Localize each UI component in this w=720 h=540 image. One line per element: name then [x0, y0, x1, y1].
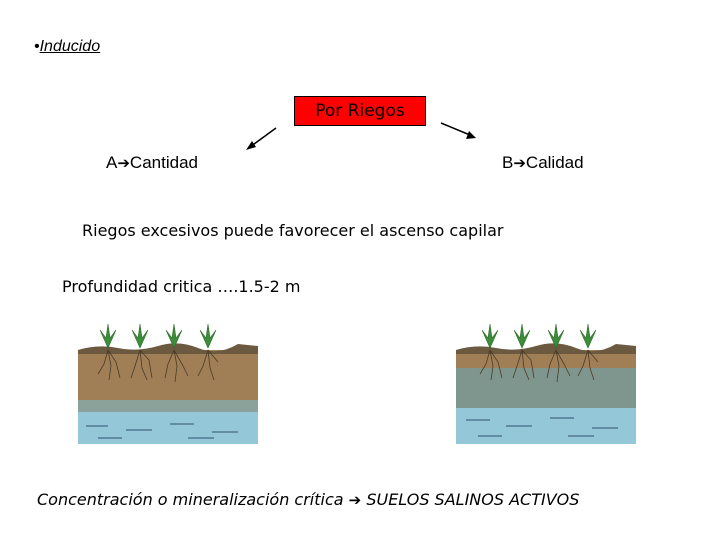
riegos-box: Por Riegos — [294, 96, 426, 126]
plants — [481, 323, 597, 349]
water-table — [78, 412, 258, 444]
section-heading: •Inducido — [34, 38, 100, 56]
soil-layer — [78, 350, 258, 406]
soil-surface — [78, 343, 258, 354]
arrow-left-head — [246, 141, 256, 150]
plants — [99, 323, 217, 349]
arrow-icon: ➔ — [348, 491, 362, 509]
option-a-prefix: A — [106, 153, 118, 172]
arrow-left — [249, 127, 277, 148]
transition-layer — [78, 400, 258, 414]
bullet: • — [34, 38, 40, 55]
roots — [97, 349, 219, 383]
roots — [479, 349, 599, 383]
option-b-label: Calidad — [525, 153, 584, 172]
option-cantidad: A➔Cantidad — [106, 153, 198, 173]
heading-text: Inducido — [39, 38, 101, 55]
soil-surface — [456, 343, 636, 354]
option-a-label: Cantidad — [129, 153, 198, 172]
arrow-icon: ➔ — [513, 155, 526, 172]
saline-layer — [456, 368, 636, 410]
soil-profile-right — [456, 323, 636, 444]
arrow-right-head — [466, 131, 476, 139]
option-b-prefix: B — [502, 153, 514, 172]
arrow-right — [440, 122, 471, 136]
option-calidad: B➔Calidad — [502, 153, 584, 173]
profundidad-critica-text: Profundidad critica ….1.5-2 m — [62, 277, 301, 296]
ascenso-capilar-text: Riegos excesivos puede favorecer el asce… — [82, 221, 504, 240]
water-ripples — [466, 417, 618, 437]
conclusion-right: SUELOS SALINOS ACTIVOS — [361, 490, 580, 509]
water-table — [456, 408, 636, 444]
conclusion-text: Concentración o mineralización crítica ➔… — [37, 490, 579, 509]
arrow-icon: ➔ — [117, 155, 130, 172]
conclusion-left: Concentración o mineralización crítica — [37, 490, 349, 509]
water-ripples — [86, 423, 238, 439]
soil-profile-left — [78, 323, 258, 444]
